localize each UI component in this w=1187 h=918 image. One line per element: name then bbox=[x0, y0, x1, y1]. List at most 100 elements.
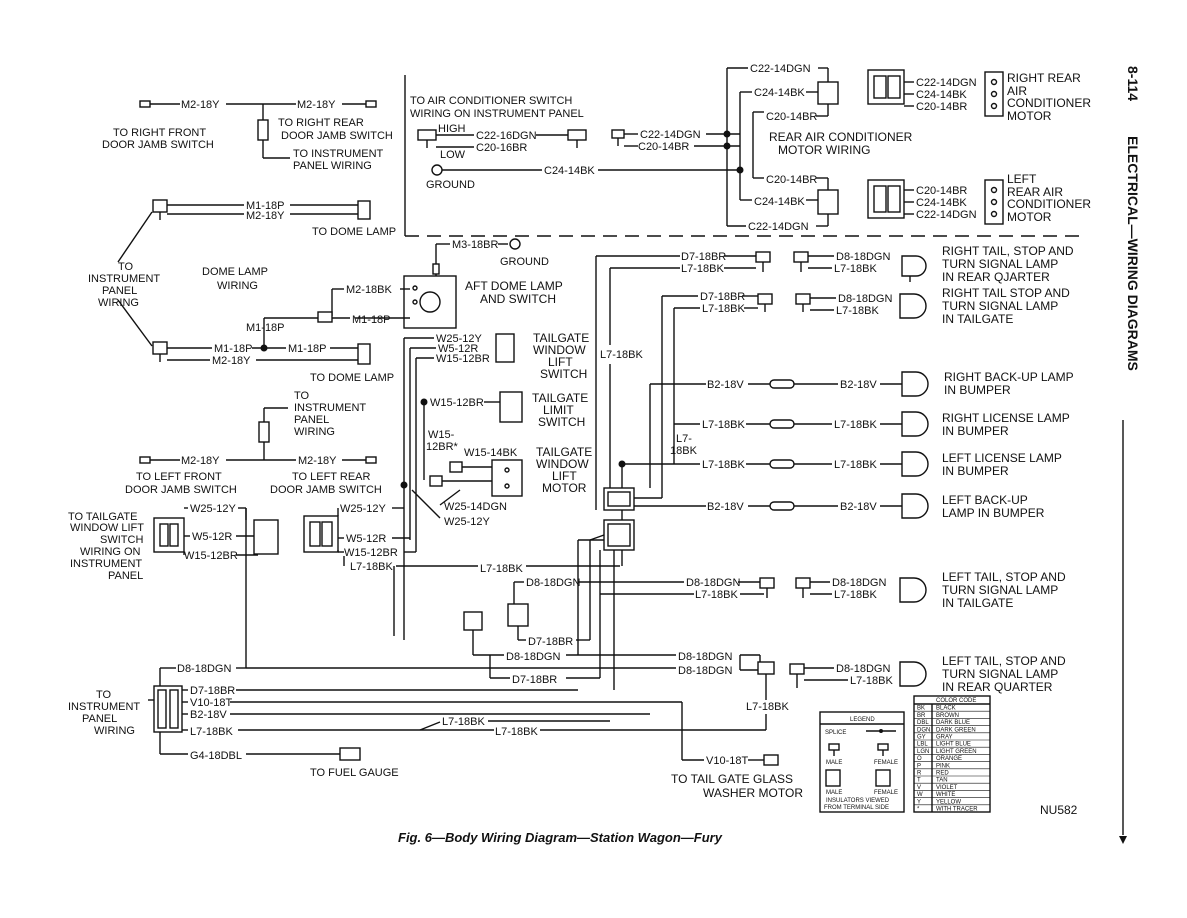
color-code-abbr: DGN bbox=[917, 727, 930, 733]
left-tail-quarter-group: D8-18DGN D8-18DGN D8-18DGN L7-18BK LEFT … bbox=[489, 594, 1066, 731]
wire-label: C22-16DGN bbox=[476, 130, 537, 142]
label: WIRING bbox=[98, 297, 139, 309]
legend-female: FEMALE bbox=[874, 760, 898, 766]
label: SWITCH bbox=[540, 367, 587, 381]
connector-icon bbox=[153, 517, 185, 553]
wire-label: L7-18BK bbox=[850, 675, 893, 687]
figure-code: NU582 bbox=[1040, 803, 1078, 817]
label: IN TAILGATE bbox=[942, 312, 1013, 326]
label: LEFT LICENSE LAMP bbox=[942, 451, 1062, 465]
wire-label: L7-18BK bbox=[702, 419, 745, 431]
color-code-title: COLOR CODE bbox=[936, 698, 976, 704]
left-tail-tailgate-group: D8-18DGN D8-18DGN L7-18BK D8-18DGN L7-18… bbox=[463, 534, 1066, 690]
wire-label: M3-18BR bbox=[452, 239, 499, 251]
label: SWITCH bbox=[100, 534, 143, 546]
wire-label: W15- bbox=[428, 429, 455, 441]
connector-icon bbox=[795, 293, 811, 305]
page-number: 8-114 bbox=[1125, 66, 1141, 101]
color-code-name: BROWN bbox=[936, 713, 959, 719]
wire-label: M1-18P bbox=[352, 314, 391, 326]
connector-icon bbox=[507, 603, 529, 627]
connector-icon bbox=[253, 519, 279, 555]
wire-label: D8-18DGN bbox=[686, 577, 740, 589]
label: TO TAILGATE bbox=[68, 511, 137, 523]
wire-label: C22-14DGN bbox=[916, 209, 977, 221]
color-code-name: ORANGE bbox=[936, 756, 962, 762]
label: LEFT bbox=[1007, 172, 1037, 186]
connector-icon bbox=[357, 343, 371, 365]
fuel-gauge-connector-icon bbox=[339, 747, 361, 761]
color-code-name: PINK bbox=[936, 763, 950, 769]
label: PANEL bbox=[294, 414, 329, 426]
label: REAR AIR CONDITIONER bbox=[769, 130, 913, 144]
color-code-name: BLACK bbox=[936, 706, 956, 712]
switch-icon bbox=[499, 391, 523, 423]
color-code-name: DARK BLUE bbox=[936, 720, 970, 726]
color-code-abbr: P bbox=[917, 763, 921, 769]
label: TURN SIGNAL LAMP bbox=[942, 583, 1058, 597]
splice-dot bbox=[260, 344, 268, 352]
rear-ac-group: C22-14DGN C24-14BK C20-14BR C22-14DGN C2… bbox=[726, 63, 1091, 233]
tailgate-switch-wiring-group: TO TAILGATE WINDOW LIFT SWITCH WIRING ON… bbox=[68, 485, 620, 582]
wire-label: C20-14BR bbox=[638, 141, 689, 153]
wire-label: B2-18V bbox=[707, 501, 744, 513]
label: MOTOR bbox=[1007, 109, 1052, 123]
label: WIRING ON bbox=[80, 546, 141, 558]
label: RIGHT TAIL STOP AND bbox=[942, 286, 1070, 300]
label: RIGHT BACK-UP LAMP bbox=[944, 370, 1074, 384]
wire-label: D8-18DGN bbox=[506, 651, 560, 663]
label: TURN SIGNAL LAMP bbox=[942, 257, 1058, 271]
instrument-panel-group: D8-18DGN D7-18BR V10-18T B2-18V L7-18BK … bbox=[68, 508, 704, 779]
wire-label: M2-18Y bbox=[181, 99, 220, 111]
wire-label: D8-18DGN bbox=[678, 651, 732, 663]
color-code-name: LIGHT GREEN bbox=[936, 749, 977, 755]
female-insulator-icon bbox=[875, 769, 891, 787]
right-door-jamb-group: M2-18Y M2-18Y TO RIGHT FRONT DOOR JAMB S… bbox=[102, 99, 393, 172]
wire-label: W15-12BR bbox=[430, 397, 484, 409]
wire-label: W25-12Y bbox=[436, 333, 483, 345]
label: TO DOME LAMP bbox=[312, 226, 396, 238]
wire-label: L7-18BK bbox=[834, 263, 877, 275]
legend-insulators-2: FROM TERMINAL SIDE bbox=[824, 805, 889, 811]
wire-label: W15-12BR bbox=[184, 550, 238, 562]
ac-switch-group: TO AIR CONDITIONER SWITCH WIRING ON INST… bbox=[410, 95, 744, 191]
label: LEFT BACK-UP bbox=[942, 493, 1028, 507]
label: PANEL bbox=[108, 570, 143, 582]
wire-label: M1-18P bbox=[288, 343, 327, 355]
label: IN BUMPER bbox=[944, 383, 1011, 397]
label: TO bbox=[294, 390, 310, 402]
wire-label: L7-18BK bbox=[442, 716, 485, 728]
color-code-abbr: LBL bbox=[917, 742, 928, 748]
wire-label: L7-18BK bbox=[600, 349, 643, 361]
label: TO INSTRUMENT bbox=[293, 148, 384, 160]
connector-icon bbox=[759, 577, 775, 589]
connector-icon bbox=[152, 341, 168, 355]
wire-label: M1-18P bbox=[246, 322, 285, 334]
wire-label: C22-14DGN bbox=[916, 77, 977, 89]
label: DOOR JAMB SWITCH bbox=[125, 484, 237, 496]
label: IN REAR QUARTER bbox=[942, 680, 1053, 694]
wire-label: D7-18BR bbox=[700, 291, 745, 303]
wire-label: C24-14BK bbox=[916, 89, 967, 101]
label: TAILGATE bbox=[532, 391, 588, 405]
ground-icon bbox=[509, 238, 521, 250]
color-code-name: RED bbox=[936, 771, 949, 777]
wire-label: C20-14BR bbox=[916, 101, 967, 113]
wire-label: L7-18BK bbox=[834, 459, 877, 471]
label: WASHER MOTOR bbox=[703, 786, 803, 800]
wire-label: L7-18BK bbox=[350, 561, 393, 573]
lamp-icon bbox=[899, 661, 927, 687]
wire-label: L7-18BK bbox=[834, 419, 877, 431]
wire-label: W15-12BR bbox=[344, 547, 398, 559]
label: WIRING bbox=[217, 280, 258, 292]
wire-label: L7-18BK bbox=[480, 563, 523, 575]
label: LEFT TAIL, STOP AND bbox=[942, 570, 1066, 584]
connector-icon bbox=[757, 661, 775, 675]
label: IN BUMPER bbox=[942, 424, 1009, 438]
wire-label: D8-18DGN bbox=[836, 663, 890, 675]
connector-icon bbox=[769, 501, 795, 511]
label: RIGHT TAIL, STOP AND bbox=[942, 244, 1074, 258]
label: AIR bbox=[1007, 84, 1027, 98]
wire-label: M2-18Y bbox=[181, 455, 220, 467]
